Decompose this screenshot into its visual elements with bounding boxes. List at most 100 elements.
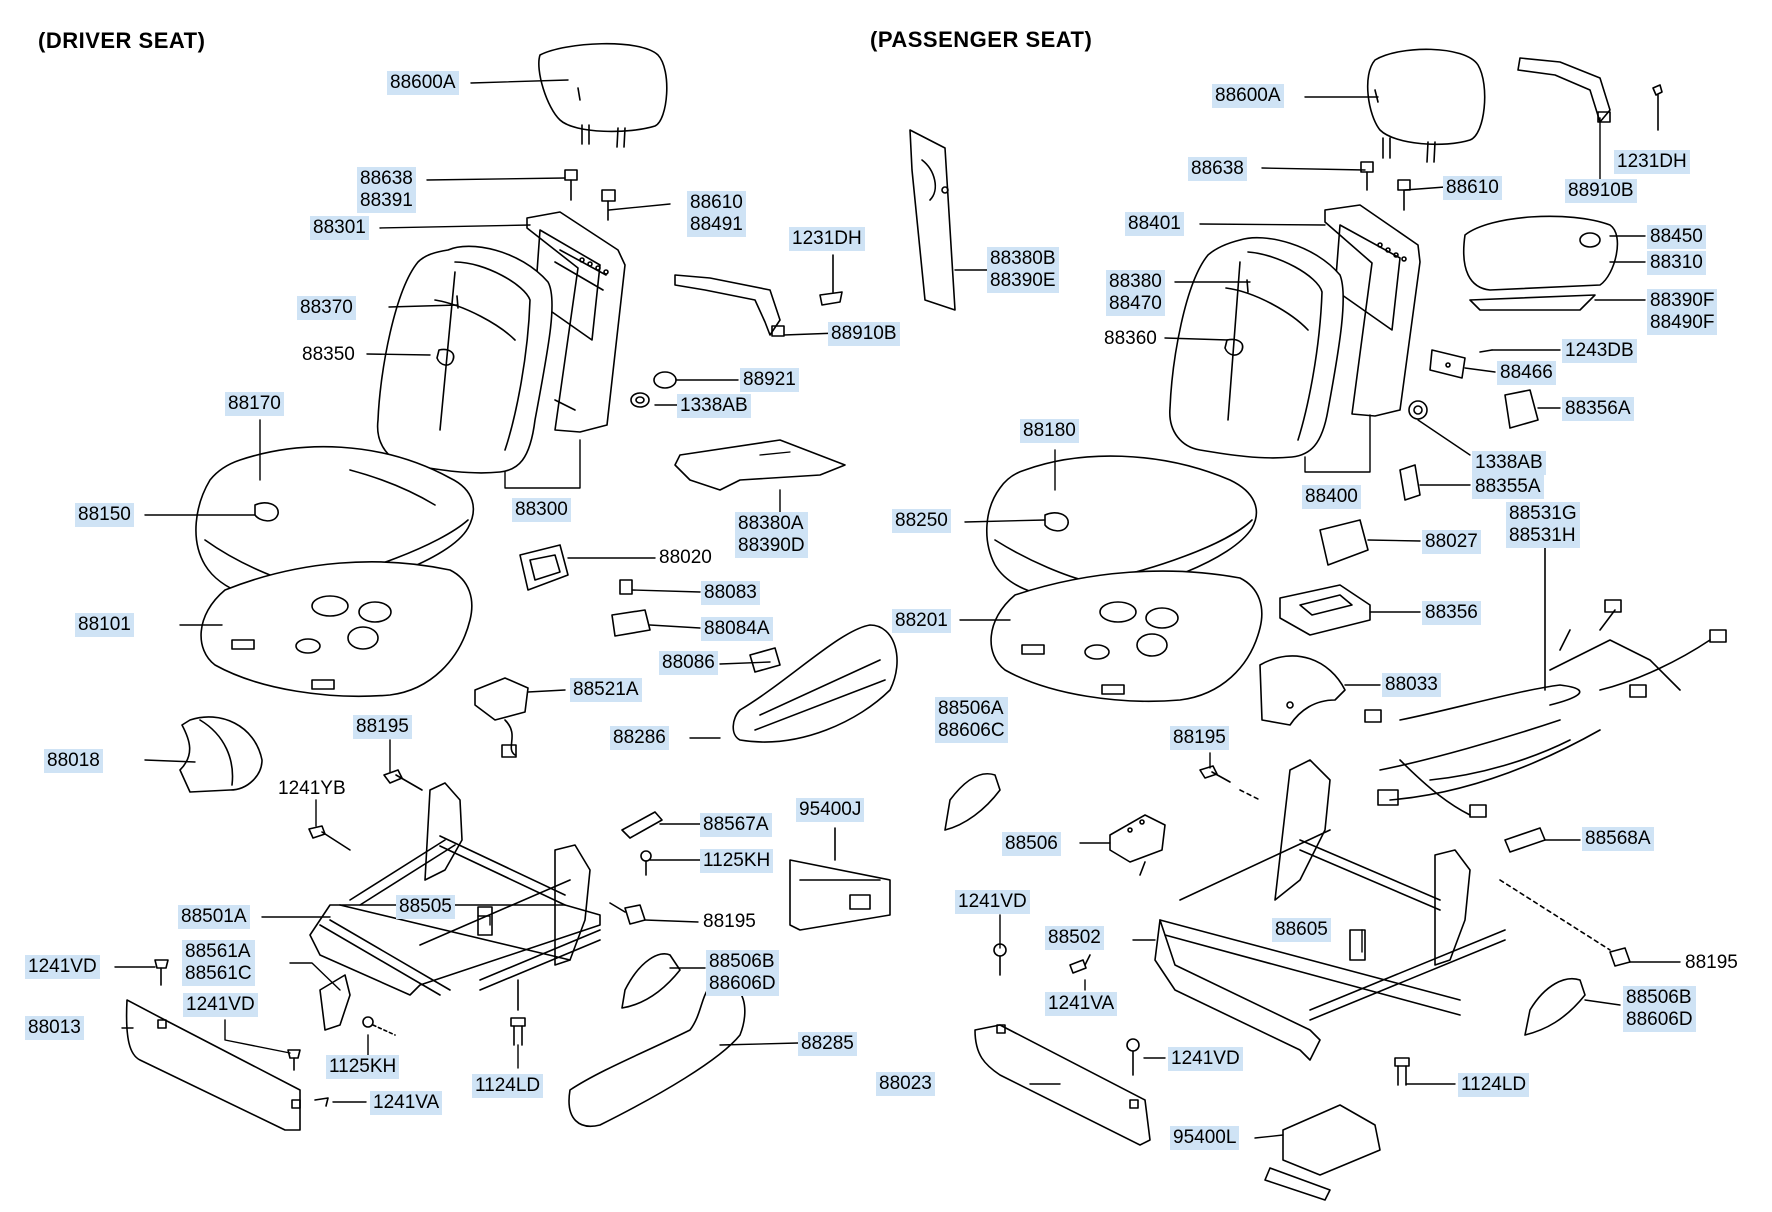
driver-seatback-frame: [526, 211, 626, 433]
part-label: 1125KH: [326, 1055, 400, 1079]
driver-part-88086: [749, 647, 781, 673]
part-label: 88286: [610, 726, 669, 750]
part-number: 88638: [360, 168, 413, 189]
part-number: 88491: [690, 214, 743, 235]
part-label: 88401: [1125, 212, 1184, 236]
part-label: 88300: [512, 498, 571, 522]
passenger-bracket-88466: [1429, 349, 1493, 379]
passenger-switch-88356: [1279, 584, 1371, 636]
driver-bolts-1241vd: [154, 959, 329, 1107]
passenger-bolt-1124ld: [1394, 1057, 1410, 1086]
part-label: 88360: [1104, 328, 1157, 349]
driver-headrest: [538, 42, 668, 148]
passenger-screw-1231dh: [1652, 84, 1663, 131]
part-label: 88310: [1647, 251, 1706, 275]
passenger-wiring-88531: [1364, 539, 1727, 818]
part-label: 88355A: [1472, 475, 1544, 499]
driver-bolt-88195b: [609, 902, 646, 925]
part-number: 88490F: [1650, 312, 1715, 333]
part-label: 88501A: [178, 905, 250, 929]
part-label: 88600A: [387, 71, 459, 95]
part-label: 88466: [1497, 361, 1556, 385]
part-label: 1241YB: [278, 778, 346, 799]
part-label: 88170: [225, 392, 284, 416]
passenger-part-88568a: [1504, 827, 1546, 853]
part-label: 95400L: [1170, 1126, 1240, 1150]
part-label: 1338AB: [677, 394, 751, 418]
part-label: 88195: [1685, 952, 1738, 973]
driver-headrest-guides: [564, 169, 616, 221]
part-number: 88390D: [738, 535, 805, 556]
part-number: 88606C: [938, 720, 1005, 741]
part-number: 88561C: [185, 963, 252, 984]
passenger-module-95400l: [1264, 1104, 1381, 1201]
passenger-bolt-1241va: [1069, 954, 1091, 974]
part-label: 88350: [302, 344, 355, 365]
part-number: 88470: [1109, 293, 1162, 314]
part-label: 88400: [1302, 485, 1361, 509]
part-label: 88567A: [700, 813, 772, 837]
passenger-headrest-guides: [1360, 161, 1411, 211]
driver-screw-1125kh: [362, 1016, 396, 1036]
part-number: 88380A: [738, 513, 804, 534]
part-label: 88033: [1382, 673, 1441, 697]
part-label: 88020: [659, 547, 712, 568]
passenger-box-88310: [1463, 215, 1619, 311]
part-label: 88250: [892, 509, 951, 533]
part-label: 88027: [1422, 530, 1481, 554]
part-label: 88195: [703, 911, 756, 932]
passenger-seat-title: (PASSENGER SEAT): [870, 27, 1093, 52]
driver-part-88083: [619, 579, 633, 595]
part-label: 95400J: [796, 798, 865, 822]
passenger-module-88506: [1109, 814, 1166, 876]
part-label: 88356: [1422, 601, 1481, 625]
part-label: 1241VA: [370, 1091, 443, 1115]
part-label: 1243DB: [1562, 339, 1637, 363]
part-number: 88380B: [990, 248, 1056, 269]
part-label: 88505: [396, 895, 455, 919]
driver-side-trim-88286: [732, 624, 898, 743]
driver-switch-88521a: [474, 677, 529, 758]
driver-bolt-1124ld: [510, 979, 526, 1046]
passenger-bolt-88195a: [1199, 765, 1261, 801]
part-label: 88086: [659, 651, 718, 675]
part-number: 88561A: [185, 941, 251, 962]
driver-cover-88506b: [621, 953, 681, 1009]
passenger-part-88027: [1319, 519, 1369, 566]
part-number: 88531H: [1509, 525, 1576, 546]
part-label: 1125KH: [700, 849, 774, 873]
part-number: 88506B: [1626, 987, 1692, 1008]
passenger-bracket-88033: [1259, 655, 1346, 726]
passenger-handle-88910b: [1517, 57, 1611, 123]
part-label: 88605: [1272, 918, 1331, 942]
part-number: 88606D: [709, 973, 776, 994]
driver-part-88084a: [611, 609, 651, 637]
passenger-headrest: [1366, 48, 1486, 163]
passenger-bolt-88195b: [1499, 879, 1631, 967]
driver-side-cover-88013: [125, 999, 301, 1131]
part-label: 1241VA: [1045, 992, 1118, 1016]
part-label: 88023: [876, 1072, 935, 1096]
part-label: 88356A: [1562, 397, 1634, 421]
passenger-side-cover-88023: [974, 1024, 1151, 1146]
part-label: 1241VD: [1168, 1047, 1243, 1071]
part-label: 88506: [1002, 832, 1061, 856]
driver-grommets: [630, 371, 677, 408]
part-label: 88195: [1170, 726, 1229, 750]
part-label: 88502: [1045, 926, 1104, 950]
driver-module-95400j: [789, 827, 891, 931]
part-label: 1338AB: [1472, 451, 1546, 475]
part-label: 88638: [1188, 157, 1247, 181]
part-label: 88180: [1020, 419, 1079, 443]
passenger-seat-track: [1154, 759, 1506, 1061]
part-label: 88910B: [828, 322, 900, 346]
part-label: 1124LD: [472, 1074, 544, 1098]
